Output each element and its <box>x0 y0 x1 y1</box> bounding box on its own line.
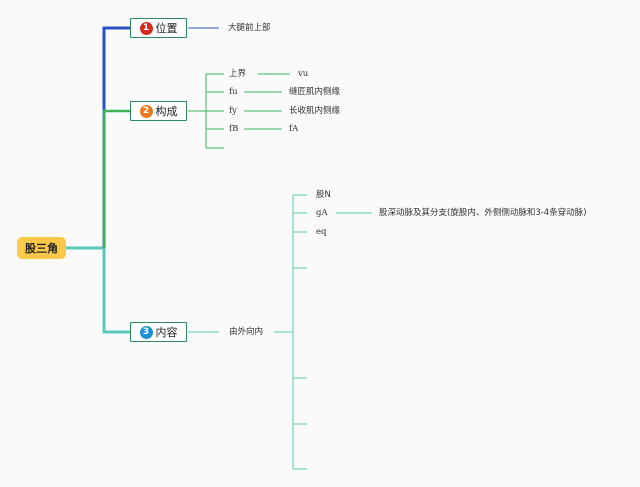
contents-item-3[interactable]: eq <box>316 227 327 237</box>
topic-composition[interactable]: 2 构成 <box>130 101 187 121</box>
composition-item-3[interactable]: fy <box>229 106 237 116</box>
topic-composition-label: 构成 <box>155 105 178 118</box>
branch-contents <box>102 248 130 334</box>
topic-position[interactable]: 1 位置 <box>130 18 187 38</box>
branch-position <box>102 26 130 248</box>
composition-item-2[interactable]: fu <box>229 87 238 97</box>
badge-2-icon: 2 <box>139 104 153 118</box>
position-text[interactable]: 大腿前上部 <box>228 23 271 33</box>
composition-detail-3[interactable]: 长收肌内侧缘 <box>289 106 341 116</box>
composition-item-1[interactable]: 上界 <box>229 69 247 79</box>
topic-contents-label: 内容 <box>155 326 178 339</box>
badge-3-icon: 3 <box>139 325 153 339</box>
badge-1-icon: 1 <box>139 21 153 35</box>
composition-detail-4[interactable]: fA <box>289 124 299 134</box>
root-label: 股三角 <box>25 242 58 255</box>
contents-item-2[interactable]: gA <box>316 208 328 218</box>
composition-item-4[interactable]: fB <box>229 124 239 134</box>
composition-detail-1[interactable]: vu <box>298 69 309 79</box>
topic-position-label: 位置 <box>155 22 178 35</box>
topic-contents[interactable]: 3 内容 <box>130 322 187 342</box>
root-node[interactable]: 股三角 <box>17 237 66 259</box>
composition-detail-2[interactable]: 缝匠肌内侧缘 <box>289 87 341 97</box>
contents-item-1[interactable]: 股N <box>316 190 331 200</box>
contents-order[interactable]: 由外向内 <box>229 327 264 337</box>
branch-composition <box>102 109 130 248</box>
contents-detail-2[interactable]: 股深动脉及其分支(旋股内、外侧侧动脉和3-4条穿动脉) <box>379 208 587 218</box>
